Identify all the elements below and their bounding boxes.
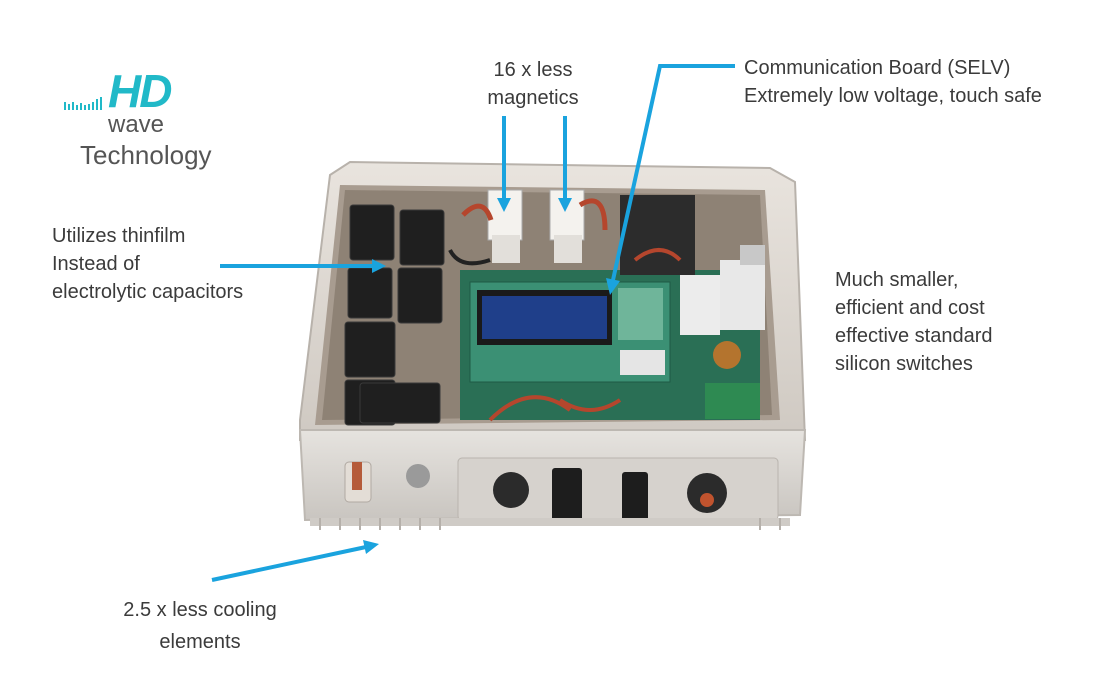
cooling-fins: [310, 518, 790, 530]
callout-switches-line4: silicon switches: [835, 353, 973, 375]
callout-magnetics-line1: 16 x less: [493, 59, 573, 81]
callout-switches: Much smaller, efficient and cost effecti…: [835, 266, 993, 378]
hd-wave-logo: HD wave Technology: [60, 66, 230, 176]
callout-switches-line2: efficient and cost: [835, 297, 985, 319]
callout-comm-board: Communication Board (SELV) Extremely low…: [744, 54, 1042, 110]
logo-hd-text: HD: [108, 65, 172, 117]
callout-magnetics: 16 x less magnetics: [478, 56, 588, 112]
callout-cooling-line2: elements: [159, 631, 241, 653]
callout-capacitors: Utilizes thinfilm Instead of electrolyti…: [52, 222, 243, 306]
callout-switches-line1: Much smaller,: [835, 269, 959, 291]
front-connector-panel: [298, 429, 807, 523]
callout-capacitors-line2: Instead of: [52, 253, 140, 275]
callout-comm-board-line2: Extremely low voltage, touch safe: [744, 85, 1042, 107]
callout-switches-line3: effective standard: [835, 325, 993, 347]
communication-board: [469, 281, 671, 383]
arrow-cooling: [211, 540, 379, 582]
thinfilm-capacitors: [344, 204, 445, 426]
lcd-display: [482, 296, 607, 339]
arrow-comm-board: [606, 64, 735, 295]
callout-arrows: [211, 64, 735, 582]
waveform-bars-icon: [64, 97, 102, 110]
callout-cooling-line1: 2.5 x less cooling: [123, 599, 277, 621]
callout-cooling: 2.5 x less cooling elements: [110, 596, 290, 656]
callout-capacitors-line3: electrolytic capacitors: [52, 281, 244, 303]
callout-comm-board-line1: Communication Board (SELV): [744, 57, 1011, 79]
arrow-capacitors: [220, 259, 386, 273]
arrow-magnetics-left: [497, 116, 511, 212]
callout-magnetics-line2: magnetics: [487, 87, 579, 109]
arrow-magnetics-right: [558, 116, 572, 212]
internal-wiring: [448, 248, 682, 422]
callout-capacitors-line1: Utilizes thinfilm: [52, 225, 186, 247]
logo-wave-text: wave: [108, 111, 165, 138]
logo-technology-text: Technology: [80, 140, 212, 170]
